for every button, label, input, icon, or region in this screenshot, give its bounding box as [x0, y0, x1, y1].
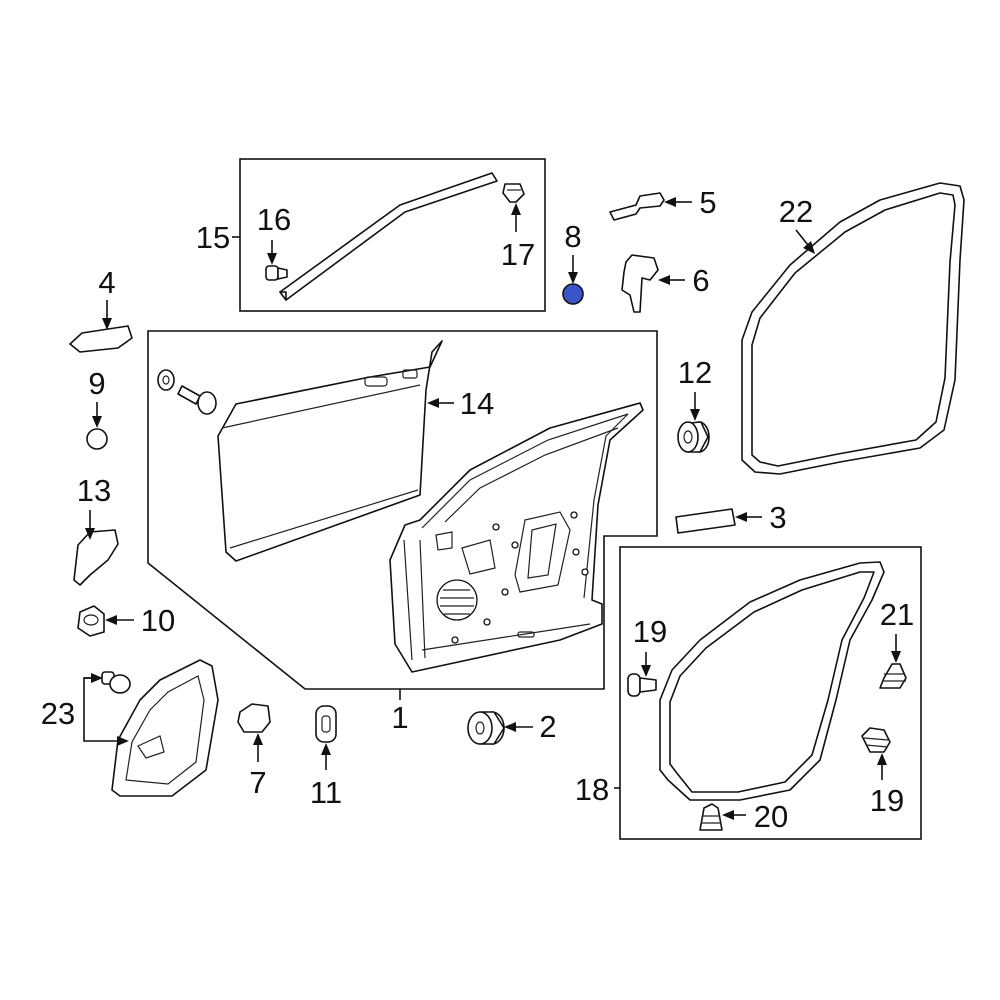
part-2-bumper[interactable]	[467, 711, 505, 745]
callout-5: 5	[699, 185, 716, 220]
callout-18: 18	[575, 772, 609, 807]
part-16-clip[interactable]	[265, 265, 288, 281]
callout-19-upper: 19	[633, 614, 667, 649]
callout-10: 10	[141, 603, 175, 638]
part-7-grommet[interactable]	[237, 703, 271, 733]
part-3-pad[interactable]	[675, 508, 736, 534]
part-11-seal[interactable]	[315, 705, 337, 743]
part-20-clip[interactable]	[699, 803, 723, 831]
part-13-bracket[interactable]	[73, 529, 119, 586]
part-8-cap[interactable]	[562, 283, 584, 305]
callout-4: 4	[98, 265, 115, 300]
callout-17: 17	[501, 237, 535, 272]
part-6-bracket[interactable]	[621, 254, 659, 313]
callout-20: 20	[754, 799, 788, 834]
callout-8: 8	[564, 219, 581, 254]
callout-12: 12	[678, 355, 712, 390]
callout-6: 6	[692, 263, 709, 298]
part-23-lock-assembly[interactable]	[101, 659, 219, 797]
part-10-clip[interactable]	[77, 605, 105, 637]
part-4-bracket[interactable]	[69, 325, 133, 353]
callout-15: 15	[196, 220, 230, 255]
callout-1: 1	[391, 700, 408, 735]
part-19-clip-upper[interactable]	[627, 673, 657, 697]
callout-19-lower: 19	[870, 783, 904, 818]
part-18-opening-trim[interactable]	[659, 561, 885, 801]
callout-7: 7	[249, 765, 266, 800]
callout-14: 14	[460, 386, 494, 421]
part-17-clip[interactable]	[502, 183, 525, 203]
callout-16: 16	[257, 202, 291, 237]
callout-9: 9	[88, 366, 105, 401]
leader-lines	[83, 197, 901, 820]
callout-21: 21	[880, 597, 914, 632]
part-21-clip[interactable]	[879, 663, 907, 689]
callout-2: 2	[539, 709, 556, 744]
callout-13: 13	[77, 473, 111, 508]
part-14-outer-panel[interactable]	[217, 340, 443, 562]
callouts: 1 2 3 4 5 6 7 8 9 10 11 12 13 14 15 16 1…	[41, 185, 914, 834]
group-box-18	[619, 546, 922, 840]
callout-11: 11	[310, 775, 342, 810]
group-box-1	[147, 330, 658, 690]
callout-22: 22	[779, 194, 813, 229]
part-5-bracket[interactable]	[609, 192, 665, 221]
group-box-15	[239, 158, 546, 312]
part-9-plug[interactable]	[86, 428, 108, 450]
bolt-and-washer[interactable]	[157, 369, 217, 415]
part-1-door-frame[interactable]	[389, 402, 644, 673]
part-19-clip-lower[interactable]	[861, 727, 891, 753]
part-22-weatherstrip[interactable]	[741, 182, 965, 475]
part-12-grommet[interactable]	[677, 421, 710, 453]
callout-23: 23	[41, 696, 75, 731]
callout-3: 3	[769, 500, 786, 535]
part-15-trim-strip[interactable]	[279, 172, 498, 301]
